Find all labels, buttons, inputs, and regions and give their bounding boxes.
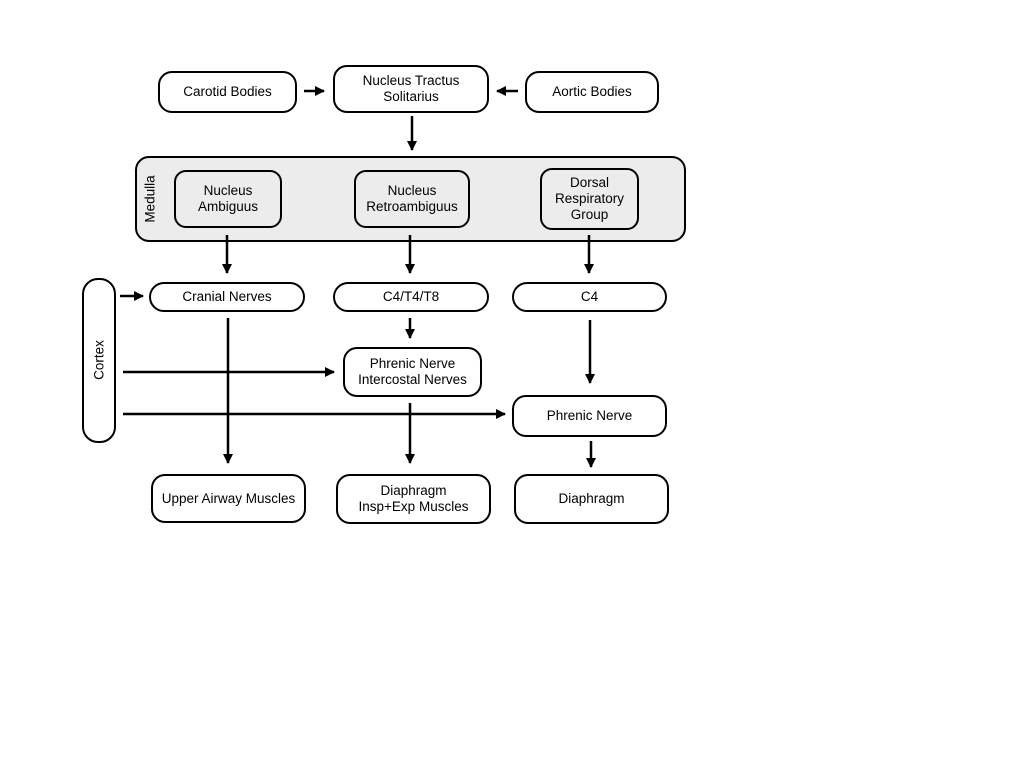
diaphragm-insp-line1: Diaphragm [380, 483, 447, 498]
nucleus-retroambiguus-line2: Retroambiguus [366, 199, 458, 214]
phrenic-intercostal-line2: Intercostal Nerves [358, 372, 467, 387]
nucleus-ambiguus-node: Nucleus Ambiguus [174, 170, 282, 228]
nucleus-ambiguus-line1: Nucleus [203, 183, 253, 198]
diaphragm-node: Diaphragm [514, 474, 669, 524]
c4-label: C4 [580, 289, 599, 304]
nucleus-ambiguus-line2: Ambiguus [197, 199, 259, 214]
c4-t4-t8-node: C4/T4/T8 [333, 282, 489, 312]
carotid-bodies-label: Carotid Bodies [183, 84, 272, 99]
upper-airway-muscles-node: Upper Airway Muscles [151, 474, 306, 523]
cortex-node [82, 278, 116, 443]
aortic-bodies-node: Aortic Bodies [525, 71, 659, 113]
carotid-bodies-node: Carotid Bodies [158, 71, 297, 113]
drg-line2: Respiratory [554, 191, 625, 206]
phrenic-intercostal-node: Phrenic Nerve Intercostal Nerves [343, 347, 482, 397]
phrenic-intercostal-line1: Phrenic Nerve [369, 356, 456, 371]
nts-label-line2: Solitarius [383, 89, 439, 104]
nts-label-line1: Nucleus Tractus [362, 73, 460, 88]
c4-t4-t8-label: C4/T4/T8 [382, 289, 440, 304]
drg-line1: Dorsal [569, 175, 609, 190]
drg-line3: Group [570, 207, 609, 222]
phrenic-nerve-node: Phrenic Nerve [512, 395, 667, 437]
phrenic-nerve-label: Phrenic Nerve [546, 408, 633, 423]
upper-airway-muscles-label: Upper Airway Muscles [161, 490, 296, 506]
diaphragm-insp-line2: Insp+Exp Muscles [358, 499, 469, 514]
aortic-bodies-label: Aortic Bodies [552, 84, 632, 99]
cranial-nerves-label: Cranial Nerves [182, 289, 272, 304]
nucleus-retroambiguus-line1: Nucleus [387, 183, 437, 198]
diaphragm-label: Diaphragm [558, 491, 625, 506]
nucleus-retroambiguus-node: Nucleus Retroambiguus [354, 170, 470, 228]
nucleus-tractus-solitarius-node: Nucleus Tractus Solitarius [333, 65, 489, 113]
cranial-nerves-node: Cranial Nerves [149, 282, 305, 312]
diaphragm-insp-exp-node: Diaphragm Insp+Exp Muscles [336, 474, 491, 524]
c4-node: C4 [512, 282, 667, 312]
dorsal-respiratory-group-node: Dorsal Respiratory Group [540, 168, 639, 230]
